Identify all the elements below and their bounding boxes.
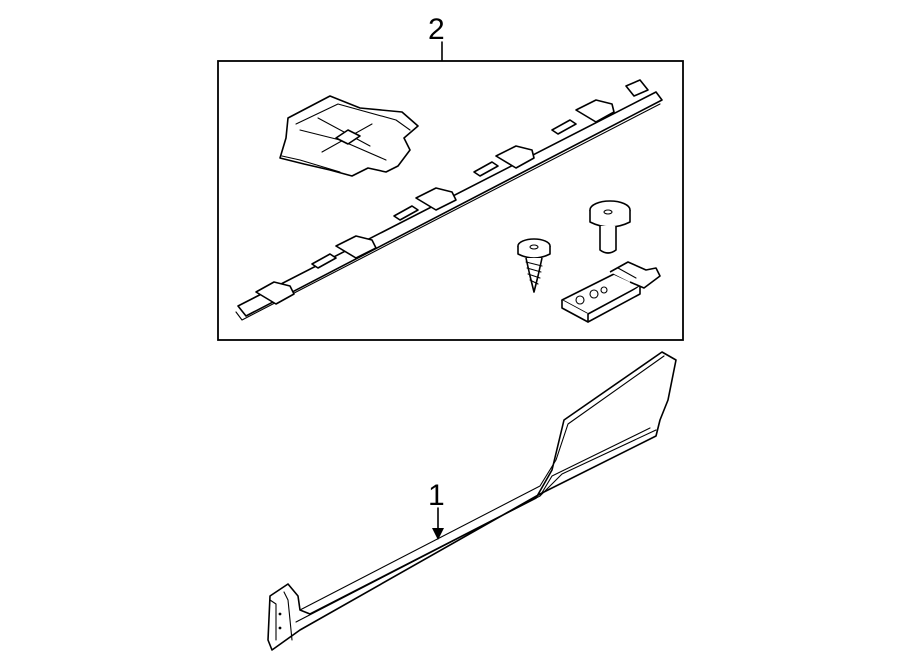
push-pin-fastener[interactable] (589, 200, 631, 254)
callout-2-label[interactable]: 2 (428, 13, 445, 46)
callout-1-arrowhead (432, 528, 444, 540)
strip-clips (255, 79, 649, 305)
retainer-strip[interactable] (235, 79, 663, 321)
rocker-panel-molding[interactable] (267, 351, 677, 651)
callout-1-label[interactable]: 1 (428, 479, 445, 512)
screw-fastener[interactable] (517, 238, 551, 293)
insulator-pad[interactable] (279, 95, 419, 177)
mounting-bracket[interactable] (561, 261, 661, 323)
